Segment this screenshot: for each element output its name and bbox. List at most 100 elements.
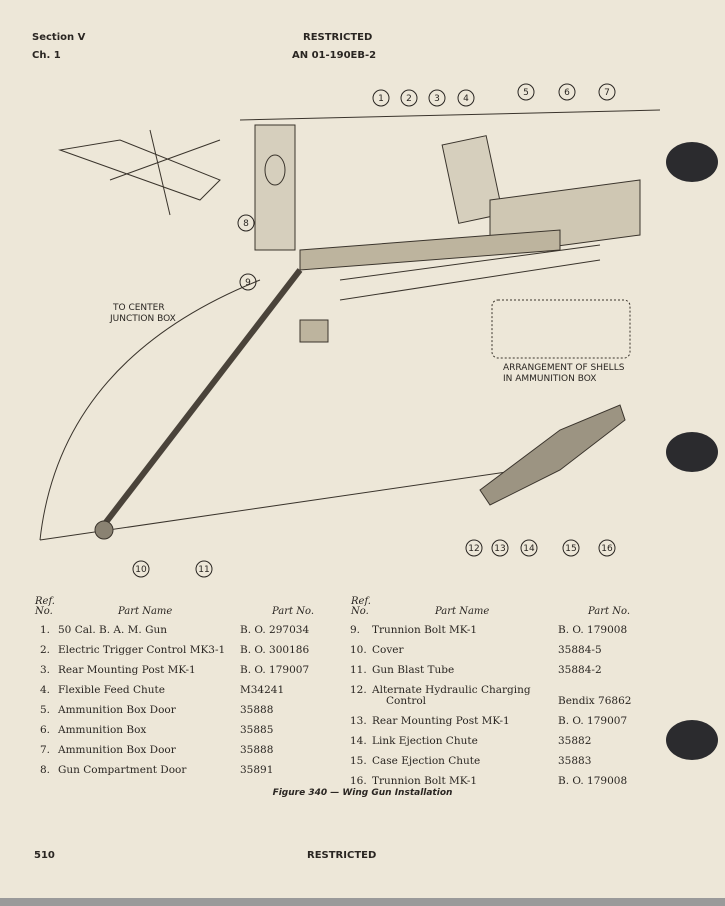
part-name: Ammunition Box bbox=[58, 724, 147, 736]
part-name-cont: Control bbox=[386, 695, 427, 707]
scan-edge bbox=[0, 898, 725, 906]
ref-header: Ref. bbox=[351, 596, 371, 607]
restricted-footer: RESTRICTED bbox=[307, 850, 377, 861]
callout-number: 5 bbox=[523, 88, 529, 98]
callout-circle bbox=[558, 83, 576, 101]
part-number: 35883 bbox=[558, 755, 592, 767]
part-number: Bendix 76862 bbox=[558, 695, 632, 707]
figure-caption: Figure 340 — Wing Gun Installation bbox=[272, 788, 453, 798]
aircraft-sketch bbox=[58, 139, 221, 201]
part-number: M34241 bbox=[240, 684, 285, 696]
callout-circle bbox=[517, 83, 535, 101]
part-number: B. O. 179008 bbox=[558, 775, 628, 787]
callout-circle bbox=[239, 273, 257, 291]
part-name: Trunnion Bolt MK-1 bbox=[372, 624, 478, 636]
callout-number: 8 bbox=[243, 219, 249, 229]
gun-breech-detail bbox=[479, 404, 626, 506]
callout-number: 3 bbox=[434, 94, 440, 104]
ref-number: 4. bbox=[40, 684, 51, 696]
part-no-header: Part No. bbox=[588, 606, 630, 617]
callout-circle bbox=[237, 214, 255, 232]
part-number: 35884-2 bbox=[558, 664, 602, 676]
part-name: Link Ejection Chute bbox=[372, 735, 478, 747]
callout-number: 2 bbox=[406, 94, 412, 104]
part-number: B. O. 297034 bbox=[240, 624, 310, 636]
wing-leading-edge bbox=[39, 279, 261, 541]
callout-number: 10 bbox=[135, 565, 147, 575]
ref-number: 2. bbox=[40, 644, 51, 656]
callout-number: 14 bbox=[523, 544, 535, 554]
callout-circle bbox=[132, 560, 150, 578]
callout-number: 6 bbox=[564, 88, 570, 98]
doc-number: AN 01-190EB-2 bbox=[292, 50, 377, 61]
punch-hole bbox=[666, 432, 718, 472]
part-name: Rear Mounting Post MK-1 bbox=[58, 664, 196, 676]
part-name: Ammunition Box Door bbox=[58, 744, 176, 756]
callout-circle bbox=[598, 83, 616, 101]
callout-circle bbox=[520, 539, 538, 557]
restricted-header: RESTRICTED bbox=[303, 32, 373, 43]
punch-hole bbox=[666, 142, 718, 182]
ref-number: 8. bbox=[40, 764, 51, 776]
ref-number: 9. bbox=[350, 624, 361, 636]
no-header: No. bbox=[35, 606, 53, 617]
part-name: Case Ejection Chute bbox=[372, 755, 481, 767]
callout-number: 11 bbox=[198, 565, 209, 575]
ref-number: 16. bbox=[350, 775, 367, 787]
part-name: Gun Blast Tube bbox=[372, 664, 455, 676]
part-number: 35884-5 bbox=[558, 644, 602, 656]
chapter-label: Ch. 1 bbox=[32, 50, 61, 61]
wing-gun-illustration: TO CENTER JUNCTION BOX ARRANGEMENT OF SH… bbox=[39, 83, 661, 578]
part-number: 35891 bbox=[240, 764, 274, 776]
part-number: B. O. 179008 bbox=[558, 624, 628, 636]
center-junction-label-2: JUNCTION BOX bbox=[109, 314, 176, 324]
part-name-header: Part Name bbox=[118, 606, 173, 617]
part-name: Cover bbox=[372, 644, 404, 656]
part-number: B. O. 179007 bbox=[240, 664, 310, 676]
ref-number: 13. bbox=[350, 715, 367, 727]
arrangement-label-1: ARRANGEMENT OF SHELLS bbox=[503, 363, 625, 373]
callout-number: 16 bbox=[601, 544, 613, 554]
callout-circle bbox=[195, 560, 213, 578]
punch-hole bbox=[666, 720, 718, 760]
callout-number: 4 bbox=[463, 94, 469, 104]
callout-number: 1 bbox=[378, 94, 384, 104]
center-junction-label-1: TO CENTER bbox=[112, 303, 165, 313]
callout-number: 15 bbox=[565, 544, 576, 554]
part-no-header: Part No. bbox=[272, 606, 314, 617]
ref-number: 6. bbox=[40, 724, 51, 736]
part-number: B. O. 300186 bbox=[240, 644, 310, 656]
part-name: Ammunition Box Door bbox=[58, 704, 176, 716]
part-number: 35888 bbox=[240, 744, 274, 756]
page-number: 510 bbox=[34, 850, 55, 861]
ref-number: 5. bbox=[40, 704, 51, 716]
part-name-header: Part Name bbox=[435, 606, 490, 617]
ref-number: 1. bbox=[40, 624, 51, 636]
ref-number: 7. bbox=[40, 744, 51, 756]
part-name: 50 Cal. B. A. M. Gun bbox=[58, 624, 168, 636]
callout-circle bbox=[457, 89, 475, 107]
callout-circle bbox=[372, 89, 390, 107]
part-number: B. O. 179007 bbox=[558, 715, 628, 727]
part-name: Flexible Feed Chute bbox=[58, 684, 165, 696]
gun-blast-tube bbox=[97, 268, 303, 532]
callout-circle bbox=[400, 89, 418, 107]
part-name: Gun Compartment Door bbox=[58, 764, 187, 776]
part-number: 35882 bbox=[558, 735, 592, 747]
callout-circle bbox=[598, 539, 616, 557]
ref-header: Ref. bbox=[35, 596, 55, 607]
part-name: Alternate Hydraulic Charging bbox=[372, 684, 531, 696]
gun-compartment-door bbox=[254, 124, 296, 251]
ref-number: 14. bbox=[350, 735, 367, 747]
callout-circle bbox=[465, 539, 483, 557]
callout-number: 9 bbox=[245, 278, 251, 288]
part-number: 35885 bbox=[240, 724, 274, 736]
callout-circle bbox=[428, 89, 446, 107]
part-name: Trunnion Bolt MK-1 bbox=[372, 775, 478, 787]
section-label: Section V bbox=[32, 32, 86, 43]
part-name: Electric Trigger Control MK3-1 bbox=[58, 644, 226, 656]
arrangement-label-2: IN AMMUNITION BOX bbox=[503, 374, 596, 384]
callout-number: 13 bbox=[494, 544, 505, 554]
ref-number: 11. bbox=[350, 664, 367, 676]
